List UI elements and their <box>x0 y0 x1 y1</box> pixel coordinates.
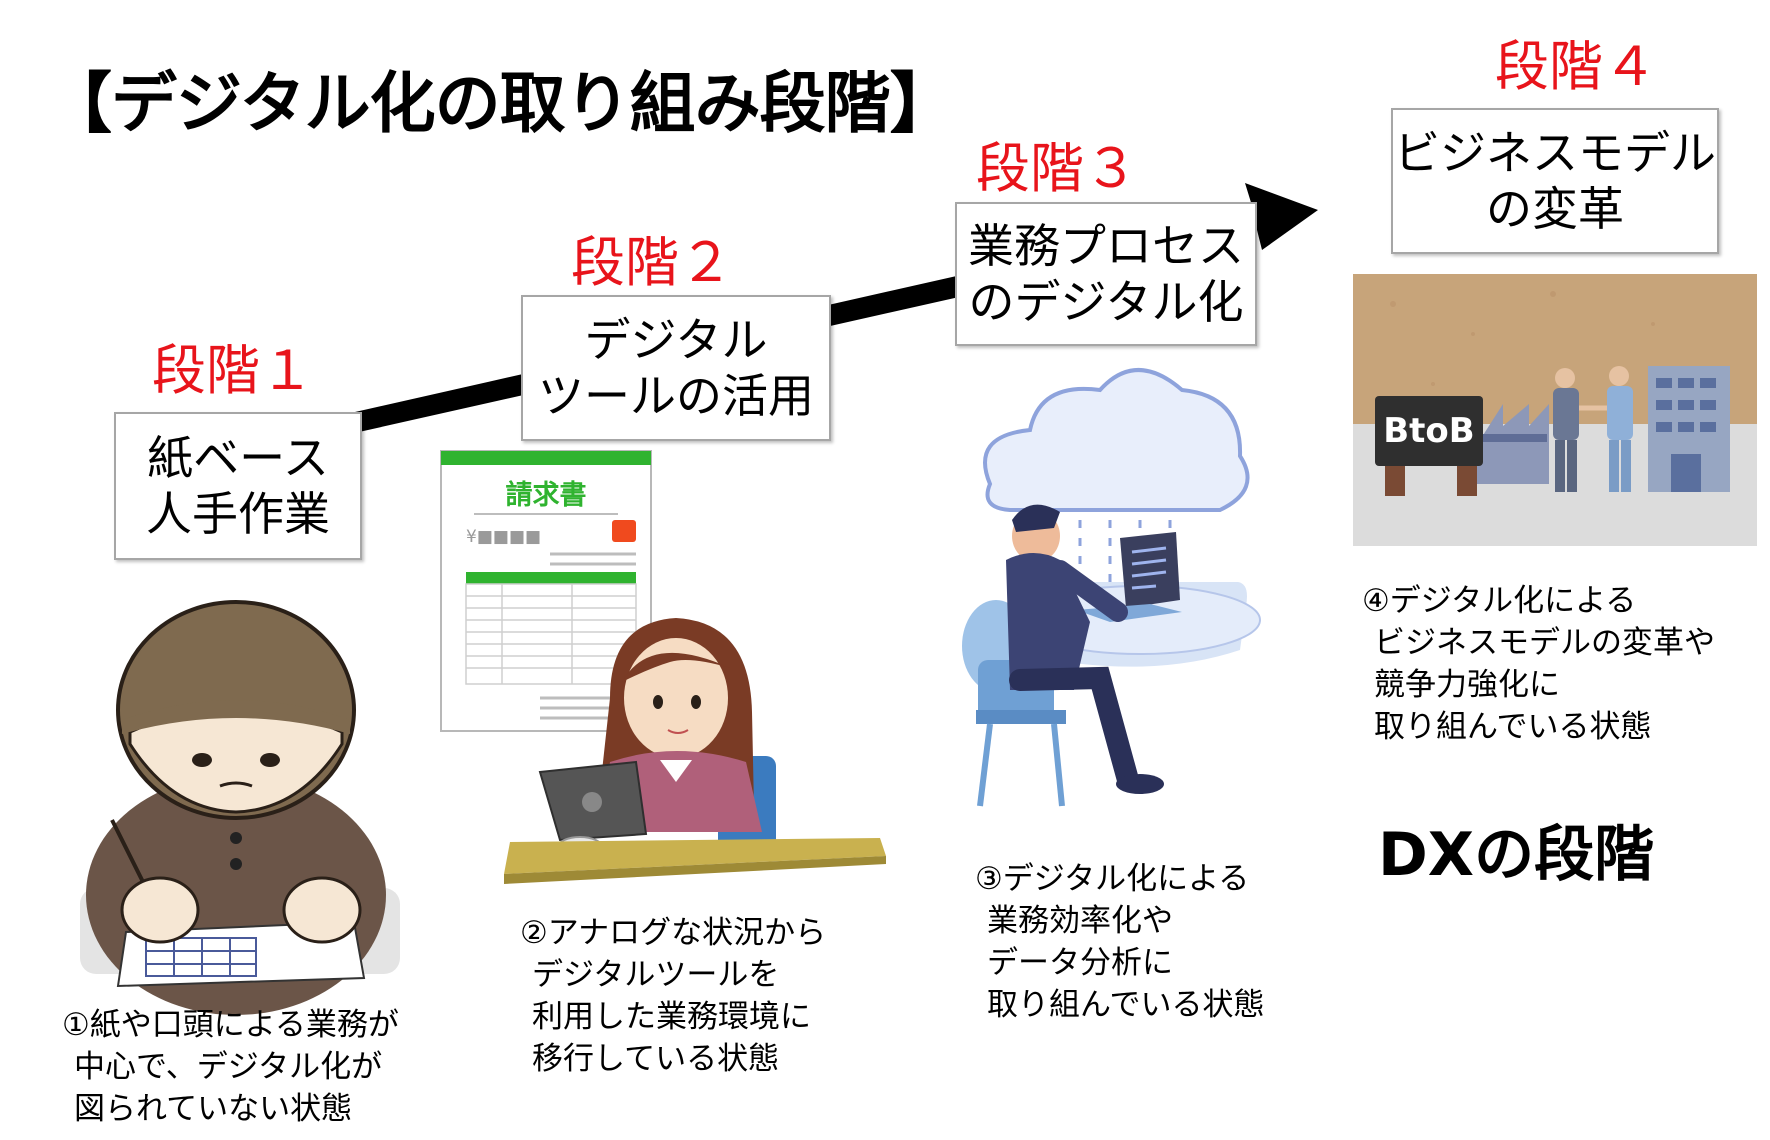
stage-1-desc-line-1: ①紙や口頭による業務が <box>62 1007 399 1043</box>
stage-3-label: 段階３ <box>976 137 1138 200</box>
stage-2-box: デジタル ツールの活用 <box>521 295 831 441</box>
stage-2-desc-line-3: 利用した業務環境に <box>532 999 811 1036</box>
stage-4-box-line-1: ビジネスモデル <box>1394 125 1716 180</box>
btob-photo-art: BtoB <box>1353 274 1757 546</box>
stage-2-label: 段階２ <box>571 231 733 294</box>
stage-1-desc-line-3: 図られていない状態 <box>74 1091 353 1128</box>
laptop-woman-illustration <box>504 618 886 884</box>
stage-3-desc-line-2: 業務効率化や <box>987 903 1173 940</box>
stage-4-desc-line-4: 取り組んでいる状態 <box>1374 709 1652 746</box>
stage-3-desc-line-3: データ分析に <box>987 945 1173 982</box>
stage-3-box: 業務プロセス のデジタル化 <box>955 202 1257 346</box>
stage-4-box-line-2: の変革 <box>1486 182 1624 236</box>
stage-2-desc-line-1: ②アナログな状況から <box>520 915 827 951</box>
stage-1-description: ①紙や口頭による業務が 中心で、デジタル化が 図られていない状態 <box>62 1004 399 1130</box>
stage-3-box-line-1: 業務プロセス <box>968 218 1244 273</box>
invoice-illustration: 請求書 ¥■■■■ <box>440 450 652 732</box>
stage-1-desc-line-2: 中心で、デジタル化が <box>74 1049 383 1086</box>
stage-4-desc-line-2: ビジネスモデルの変革や <box>1374 625 1715 662</box>
stage-3-desc-line-4: 取り組んでいる状態 <box>987 987 1265 1024</box>
paper-worker-illustration <box>80 600 400 1015</box>
stage-3-desc-line-1: ③デジタル化による <box>975 861 1250 897</box>
stage-2-box-line-1: デジタル <box>584 312 768 367</box>
stage-2-desc-line-2: デジタルツールを <box>532 957 780 994</box>
stage-3-box-line-2: のデジタル化 <box>968 275 1244 329</box>
stage-1-box-line-2: 人手作業 <box>146 487 330 541</box>
stage-4-label: 段階４ <box>1495 35 1657 98</box>
stage-1-box: 紙ベース 人手作業 <box>114 412 362 560</box>
stage-3-description: ③デジタル化による 業務効率化や データ分析に 取り組んでいる状態 <box>975 858 1264 1027</box>
stage-2-description: ②アナログな状況から デジタルツールを 利用した業務環境に 移行している状態 <box>520 912 826 1081</box>
stage-2-desc-line-4: 移行している状態 <box>532 1041 780 1078</box>
btob-handshake-photo: BtoB <box>1353 274 1757 546</box>
invoice-title: 請求書 <box>506 479 587 511</box>
stage-2-box-line-2: ツールの活用 <box>538 369 814 423</box>
cloud-worker-illustration <box>962 368 1261 807</box>
stage-4-desc-line-3: 競争力強化に <box>1374 667 1560 704</box>
invoice-amount: ¥■■■■ <box>466 527 541 547</box>
stage-4-desc-line-1: ④デジタル化による <box>1362 583 1637 619</box>
btob-sign-text: BtoB <box>1383 411 1474 451</box>
stage-1-box-line-1: 紙ベース <box>147 430 329 485</box>
stage-1-label: 段階１ <box>152 339 314 402</box>
page-title: 【デジタル化の取り組み段階】 <box>46 65 956 142</box>
dx-stage-title: DXの段階 <box>1378 820 1655 890</box>
stage-4-box: ビジネスモデル の変革 <box>1391 108 1719 254</box>
stage-4-description: ④デジタル化による ビジネスモデルの変革や 競争力強化に 取り組んでいる状態 <box>1362 580 1715 749</box>
